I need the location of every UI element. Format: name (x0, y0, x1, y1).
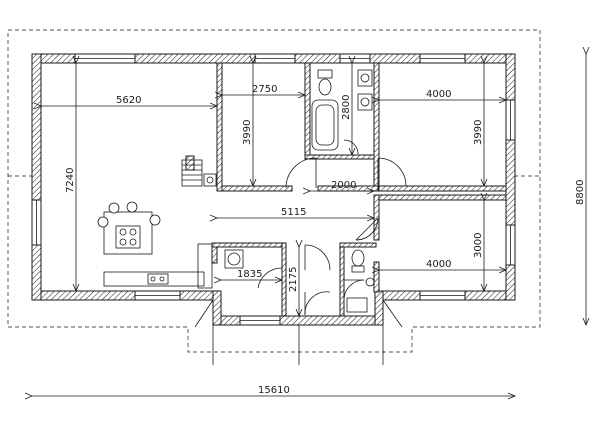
dim-room-large-width: 5620 (116, 95, 141, 106)
dim-room-bottom-right-height: 3000 (473, 233, 484, 258)
outer-boundary (7, 29, 541, 353)
fixtures (97, 69, 403, 328)
dim-room-top-mid-height: 3990 (242, 120, 253, 145)
dining-table (97, 201, 161, 255)
dim-entry-depth: 2175 (288, 267, 299, 292)
dim-corridor-width: 5115 (281, 207, 306, 218)
dim-bath-depth: 2800 (341, 95, 352, 120)
dimension-labels: 5620 7240 2750 3990 2800 4000 3990 2000 … (65, 84, 586, 396)
washing-machine (224, 249, 244, 269)
bathtub (311, 99, 339, 151)
dim-overall-width: 15610 (258, 385, 290, 396)
dimension-lines (32, 54, 586, 396)
dim-room-large-height: 7240 (65, 168, 76, 193)
sinks (357, 69, 373, 111)
dim-utility-width: 1835 (237, 269, 262, 280)
dim-room-top-right-width: 4000 (426, 89, 451, 100)
dim-room-top-right-height: 3990 (473, 120, 484, 145)
dim-overall-depth: 8800 (575, 180, 586, 205)
kitchen-counter (103, 243, 213, 289)
stove (181, 159, 217, 187)
dim-hall-width: 2000 (331, 180, 356, 191)
dim-room-top-mid-width: 2750 (252, 84, 277, 95)
wc-toilet (346, 249, 375, 313)
dim-room-bottom-right-width: 4000 (426, 259, 451, 270)
toilet (317, 69, 333, 96)
entry-porch (194, 299, 403, 328)
doors (257, 139, 407, 316)
